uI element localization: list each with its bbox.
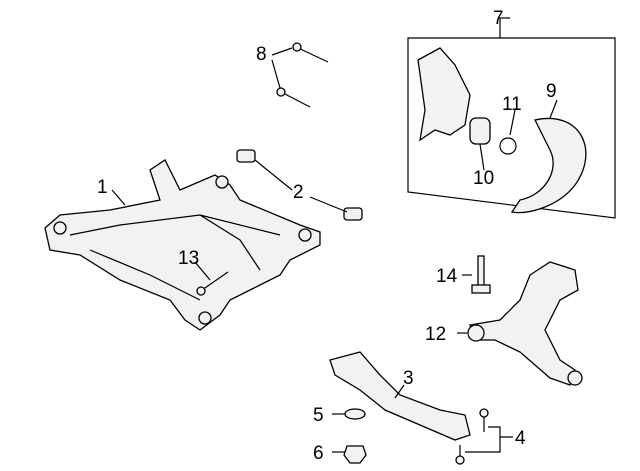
- callout-3: 3: [403, 368, 414, 389]
- callout-14: 14: [436, 266, 458, 287]
- callout-5: 5: [313, 405, 324, 426]
- callout-13: 13: [178, 248, 199, 269]
- bolt-13: [196, 271, 229, 296]
- bolt-14: [471, 255, 491, 294]
- callout-4: 4: [515, 428, 526, 449]
- crossmember: [329, 351, 471, 441]
- callout-11: 11: [502, 94, 522, 115]
- callout-7: 7: [493, 8, 504, 29]
- front-subframe: [44, 159, 321, 331]
- subframe-bushing: [236, 149, 363, 221]
- callout-2: 2: [293, 182, 304, 203]
- bolts-8: [276, 42, 329, 108]
- knuckle-assembly-box: [407, 37, 616, 219]
- callout-10: 10: [473, 168, 494, 189]
- callout-12: 12: [425, 324, 446, 345]
- lower-control-arm: [467, 261, 583, 386]
- nut: [343, 445, 367, 464]
- callout-1: 1: [97, 177, 108, 198]
- callout-9: 9: [546, 81, 557, 102]
- callout-8: 8: [256, 44, 267, 65]
- callout-6: 6: [313, 443, 324, 464]
- bolts-4: [455, 408, 489, 465]
- washer: [344, 408, 366, 420]
- leader-lines: [111, 17, 558, 453]
